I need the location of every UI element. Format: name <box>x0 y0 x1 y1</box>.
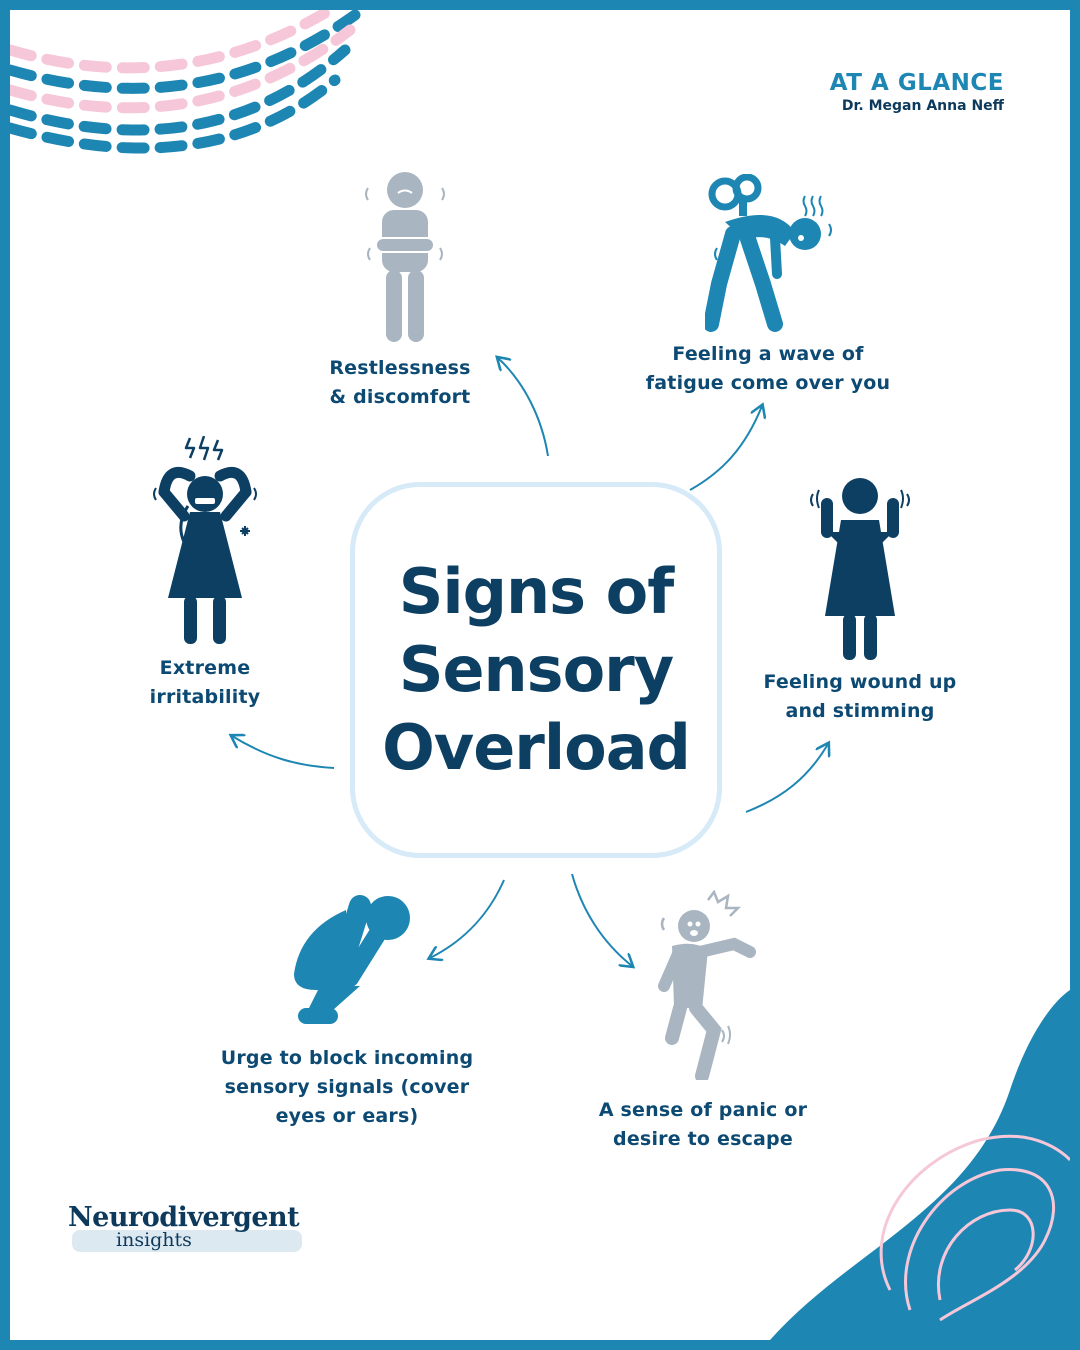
label-panic-line-2: desire to escape <box>613 1128 793 1150</box>
label-fatigue-line-1: Feeling a wave of <box>672 343 864 365</box>
label-block-signals-line-1: Urge to block incoming <box>220 1047 474 1069</box>
label-restlessness-line-2: & discomfort <box>329 386 471 408</box>
center-title-line-2: Sensory <box>398 633 674 706</box>
arrow-restlessness <box>498 358 549 457</box>
label-wound-up-line-1: Feeling wound up <box>763 671 957 693</box>
label-irritability-line-1: Extreme <box>159 657 251 679</box>
logo-main-text: Neurodivergent <box>68 1202 300 1233</box>
logo-brush-strip <box>72 1230 302 1252</box>
label-block-signals-line-3: eyes or ears) <box>275 1105 419 1127</box>
label-irritability-line-2: irritability <box>149 686 261 708</box>
arrow-irritability <box>232 736 335 769</box>
panicked-person-icon <box>658 890 756 1080</box>
label-panic: A sense of panic or desire to escape <box>580 1096 826 1154</box>
label-wound-up-line-2: and stimming <box>785 700 935 722</box>
arrow-block <box>430 879 505 958</box>
label-block-signals: Urge to block incoming sensory signals (… <box>200 1044 494 1131</box>
header-author: Dr. Megan Anna Neff <box>841 98 1004 114</box>
label-block-signals-line-2: sensory signals (cover <box>224 1076 470 1098</box>
arrow-wound-up <box>745 744 828 813</box>
brand-logo: Neurodivergent insights <box>68 1202 302 1252</box>
irritable-person-icon <box>153 436 257 644</box>
center-title-box: Signs of Sensory Overload <box>350 482 722 858</box>
label-fatigue: Feeling a wave of fatigue come over you <box>628 340 908 398</box>
center-title-line-1: Signs of <box>398 555 674 628</box>
label-fatigue-line-2: fatigue come over you <box>645 372 891 394</box>
header: AT A GLANCE Dr. Megan Anna Neff <box>830 70 1004 114</box>
label-panic-line-1: A sense of panic or <box>598 1099 808 1121</box>
header-title: AT A GLANCE <box>829 70 1004 96</box>
arrow-fatigue <box>689 406 762 491</box>
label-wound-up: Feeling wound up and stimming <box>740 668 980 726</box>
fatigued-person-icon <box>705 174 832 332</box>
label-irritability: Extreme irritability <box>120 654 290 712</box>
label-restlessness-line-1: Restlessness <box>329 357 471 379</box>
stimming-person-icon <box>810 478 910 660</box>
logo-sub-text: insights <box>116 1229 192 1251</box>
restless-person-icon <box>365 172 445 342</box>
arrows-layer <box>10 10 1070 1340</box>
infographic-card: AT A GLANCE Dr. Megan Anna Neff Signs of… <box>10 10 1070 1340</box>
label-restlessness: Restlessness & discomfort <box>310 354 490 412</box>
curled-person-icon <box>294 895 410 1024</box>
center-title-line-3: Overload <box>382 711 691 784</box>
arrow-panic <box>571 873 632 966</box>
dashed-arcs-decoration <box>10 10 361 154</box>
